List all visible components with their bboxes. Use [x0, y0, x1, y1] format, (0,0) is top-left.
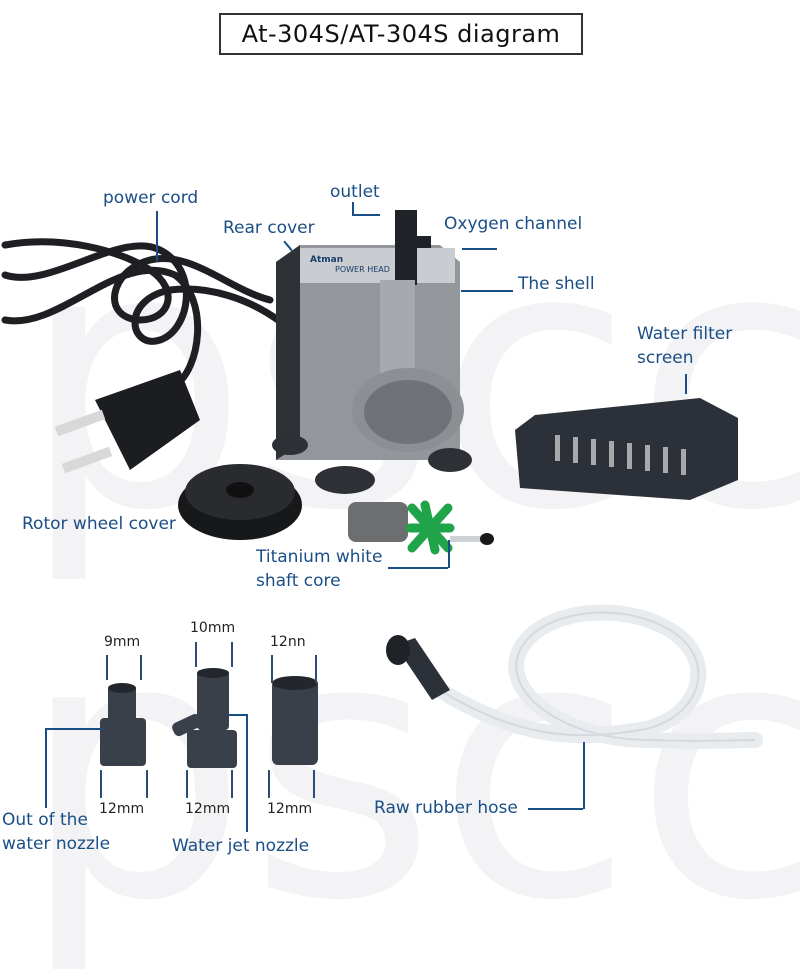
raw-rubber-hose-icon [386, 604, 763, 749]
label-water-filter-screen-1: Water filter [637, 324, 733, 344]
nozzle-1-bottom-size: 12mm [99, 801, 145, 817]
out-nozzle-leader-h [45, 728, 103, 730]
product-illustration: Atman POWER HEAD [1, 210, 763, 768]
water-jet-nozzle-icon [172, 668, 237, 768]
label-outlet: outlet [330, 182, 380, 202]
water-jet-leader-h [228, 714, 246, 716]
dim-line [106, 655, 108, 680]
nozzle-2-top-size: 10mm [190, 620, 236, 636]
label-raw-rubber-hose: Raw rubber hose [374, 798, 518, 818]
titanium-leader-v [448, 540, 450, 568]
nozzle-1-top-size: 9mm [104, 634, 141, 650]
label-oxygen-channel: Oxygen channel [444, 214, 583, 234]
out-nozzle-leader-v [45, 728, 47, 808]
water-jet-leader-v [246, 714, 248, 832]
power-cord-leader [156, 211, 158, 261]
dim-line [315, 655, 317, 683]
nozzle-3-top-size: 12nn [270, 634, 306, 650]
label-water-filter-screen-2: screen [637, 348, 694, 368]
out-of-water-nozzle-icon [100, 683, 146, 766]
dim-line [186, 770, 188, 798]
dim-line [268, 770, 270, 798]
label-out-nozzle-1: Out of the [2, 810, 88, 830]
hose-leader-h [528, 808, 583, 810]
label-power-cord: power cord [103, 188, 199, 208]
outlet-leader-h [352, 214, 380, 216]
straight-nozzle-icon [272, 676, 318, 765]
rotor-wheel-cover-icon [178, 464, 302, 540]
dim-line [195, 642, 197, 667]
titanium-shaft-impeller-icon [348, 500, 494, 555]
nozzle-3-bottom-size: 12mm [267, 801, 313, 817]
oxygen-channel-leader [462, 248, 497, 250]
label-rear-cover: Rear cover [223, 218, 315, 238]
label-out-nozzle-2: water nozzle [2, 834, 111, 854]
pump-body-icon: Atman POWER HEAD [272, 210, 472, 494]
dim-line [231, 770, 233, 798]
dim-line [140, 655, 142, 680]
label-titanium-2: shaft core [256, 571, 341, 591]
label-titanium-1: Titanium white [256, 547, 383, 567]
titanium-leader-h [388, 567, 448, 569]
dim-line [271, 655, 273, 683]
hose-leader-v [583, 742, 585, 809]
label-water-jet-nozzle: Water jet nozzle [172, 836, 310, 856]
dim-line [100, 770, 102, 798]
outlet-leader-v [352, 202, 354, 214]
svg-text:Atman: Atman [310, 255, 343, 265]
plug-icon [54, 370, 200, 474]
dim-line [146, 770, 148, 798]
label-the-shell: The shell [518, 274, 595, 294]
shell-leader [461, 290, 513, 292]
filter-screen-leader [685, 374, 687, 394]
diagram-title: At-304S/AT-304S diagram [219, 13, 583, 55]
water-filter-screen-icon [515, 398, 738, 500]
svg-text:POWER HEAD: POWER HEAD [335, 265, 390, 274]
dim-line [231, 642, 233, 667]
dim-line [313, 770, 315, 798]
label-rotor-wheel-cover: Rotor wheel cover [22, 514, 176, 534]
nozzle-2-bottom-size: 12mm [185, 801, 231, 817]
